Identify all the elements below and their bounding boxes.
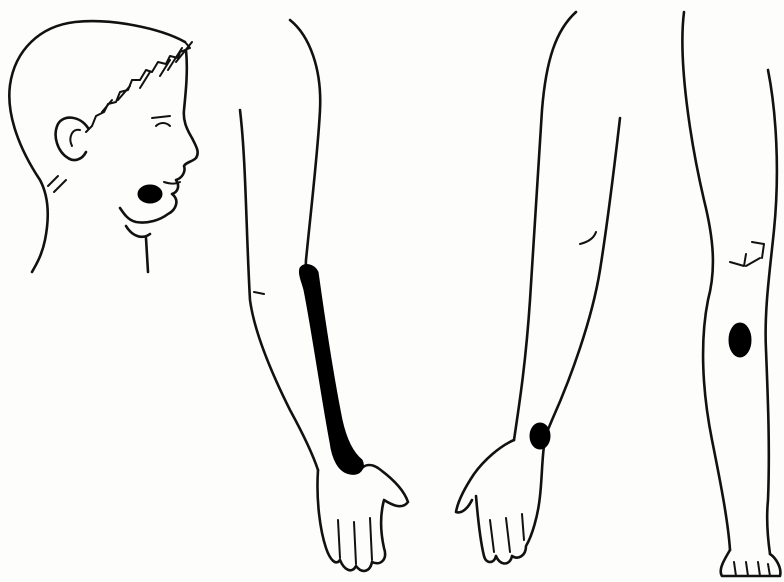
ear [56, 118, 88, 160]
neck [126, 226, 150, 272]
left-fingers [338, 518, 372, 564]
sideburn-ticks [48, 176, 66, 192]
ear-inner [70, 130, 80, 146]
head-outline [9, 21, 185, 272]
right-arm-outer-edge [514, 12, 576, 440]
right-arm-inner-edge [542, 118, 620, 444]
right-arm-figure [456, 12, 620, 564]
left-arm-figure [240, 20, 408, 571]
right-hand [456, 440, 544, 564]
elbow-crease [580, 232, 596, 244]
cheek-mark [138, 185, 162, 203]
left-hand [317, 465, 408, 571]
shin-mark [729, 323, 751, 357]
mouth [164, 182, 180, 184]
leg-front-edge [682, 12, 730, 550]
right-fingers [490, 514, 524, 552]
toes [734, 562, 770, 576]
leg-figure [682, 12, 780, 576]
head-figure [9, 21, 197, 272]
leg-back-edge [766, 70, 777, 554]
forearm-radial-band [299, 265, 363, 475]
elbow-tick [254, 292, 264, 294]
hair-line [86, 42, 190, 132]
knee-detail [730, 242, 764, 266]
foot [721, 550, 781, 576]
wrist-mark [530, 423, 550, 449]
eye [152, 116, 170, 126]
